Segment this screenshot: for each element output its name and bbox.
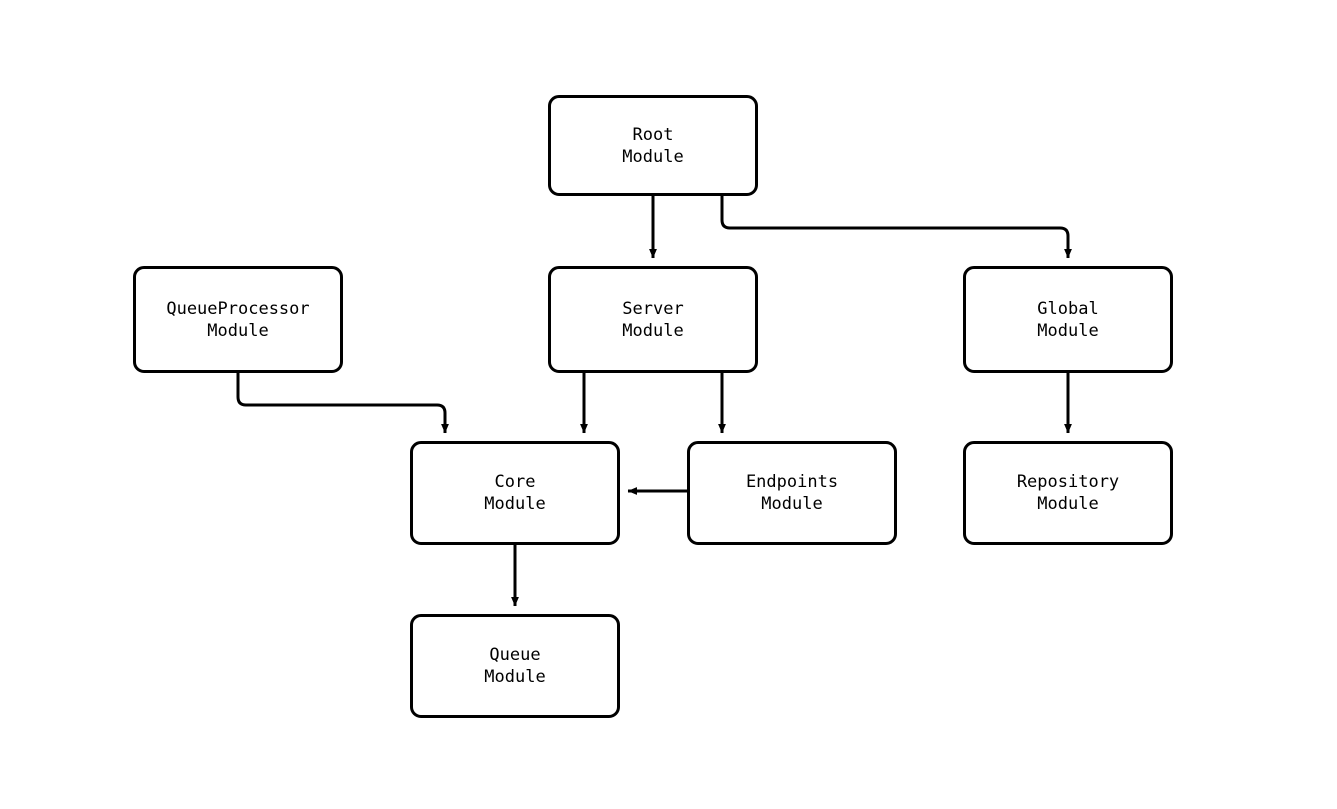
node-endpoints-module[interactable]: Endpoints Module: [687, 441, 897, 545]
node-queueprocessor-module-label: QueueProcessor Module: [166, 298, 310, 341]
node-queue-module-label: Queue Module: [484, 645, 546, 687]
node-server-module-label: Server Module: [622, 298, 684, 341]
node-core-module[interactable]: Core Module: [410, 441, 620, 545]
node-server-module[interactable]: Server Module: [548, 266, 758, 373]
node-repository-module[interactable]: Repository Module: [963, 441, 1173, 545]
node-queue-module[interactable]: Queue Module: [410, 614, 620, 718]
edge-queueprocessor-to-core: [236, 373, 449, 434]
node-repository-module-label: Repository Module: [1016, 472, 1120, 514]
node-endpoints-module-label: Endpoints Module: [745, 472, 839, 514]
node-root-module-label: Root Module: [622, 124, 684, 167]
edge-root-to-global: [720, 196, 1072, 259]
node-global-module-label: Global Module: [1037, 298, 1099, 341]
node-core-module-label: Core Module: [484, 472, 546, 514]
node-queueprocessor-module[interactable]: QueueProcessor Module: [133, 266, 343, 373]
node-root-module[interactable]: Root Module: [548, 95, 758, 196]
node-global-module[interactable]: Global Module: [963, 266, 1173, 373]
